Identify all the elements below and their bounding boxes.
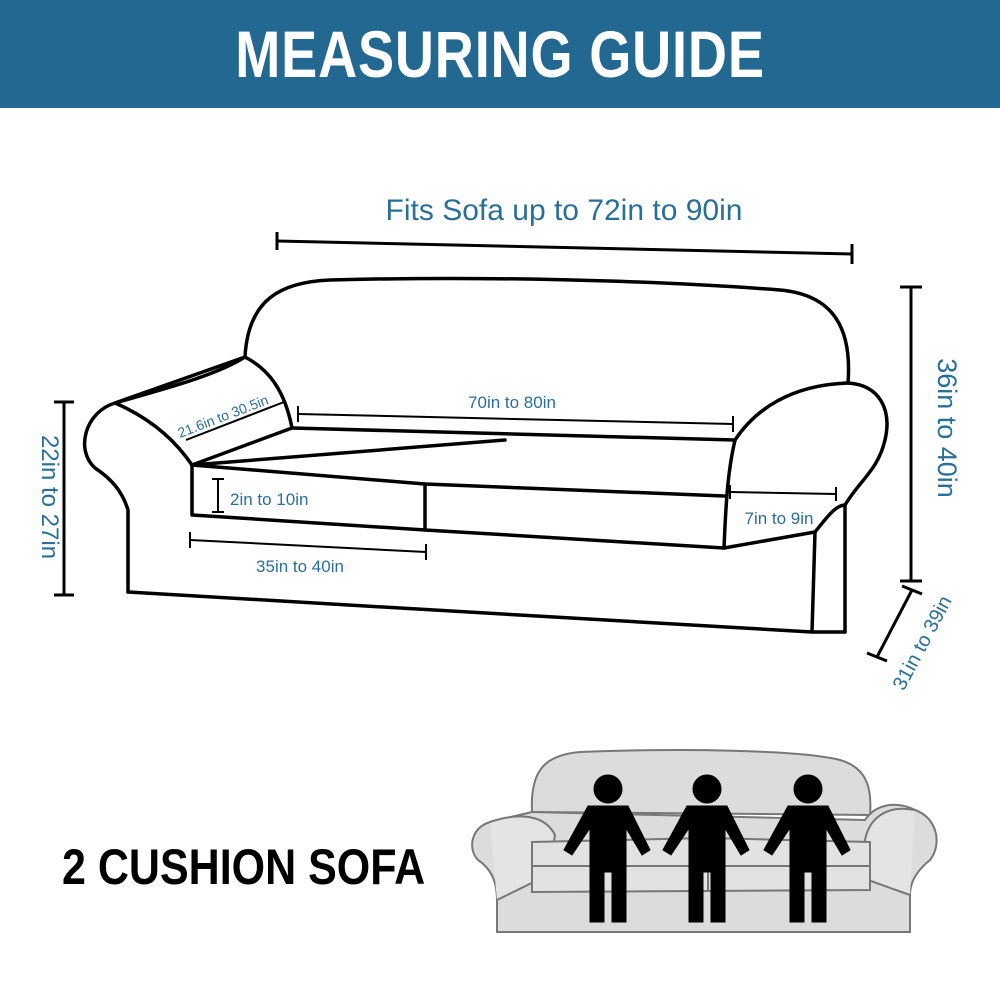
arm-height-label: 22in to 27in <box>36 435 63 559</box>
back-width-line <box>297 413 734 425</box>
arm-depth-line <box>185 401 285 441</box>
arm-width-line <box>729 491 837 495</box>
header-banner <box>0 0 1000 108</box>
total-height-label: 36in to 40in <box>932 358 962 498</box>
depth-line <box>875 589 914 658</box>
cushion-width-label: 35in to 40in <box>256 557 344 576</box>
cushion-width-line <box>189 539 427 553</box>
depth-label: 31in to 39in <box>889 592 957 694</box>
sofa-outline-icon <box>83 276 889 634</box>
sofa-type-caption: 2 CUSHION SOFA <box>62 839 426 895</box>
arm-depth-label: 21.6in to 30.5in <box>175 392 270 441</box>
overall-width-line <box>276 239 853 256</box>
dimension-lines <box>54 232 923 663</box>
cushion-thickness-label: 2in to 10in <box>230 490 308 509</box>
back-width-label: 70in to 80in <box>468 393 556 412</box>
page-title: MEASURING GUIDE <box>235 17 765 91</box>
overall-width-label: Fits Sofa up to 72in to 90in <box>386 194 743 227</box>
arm-width-label: 7in to 9in <box>745 509 814 528</box>
person-icon <box>563 774 851 923</box>
